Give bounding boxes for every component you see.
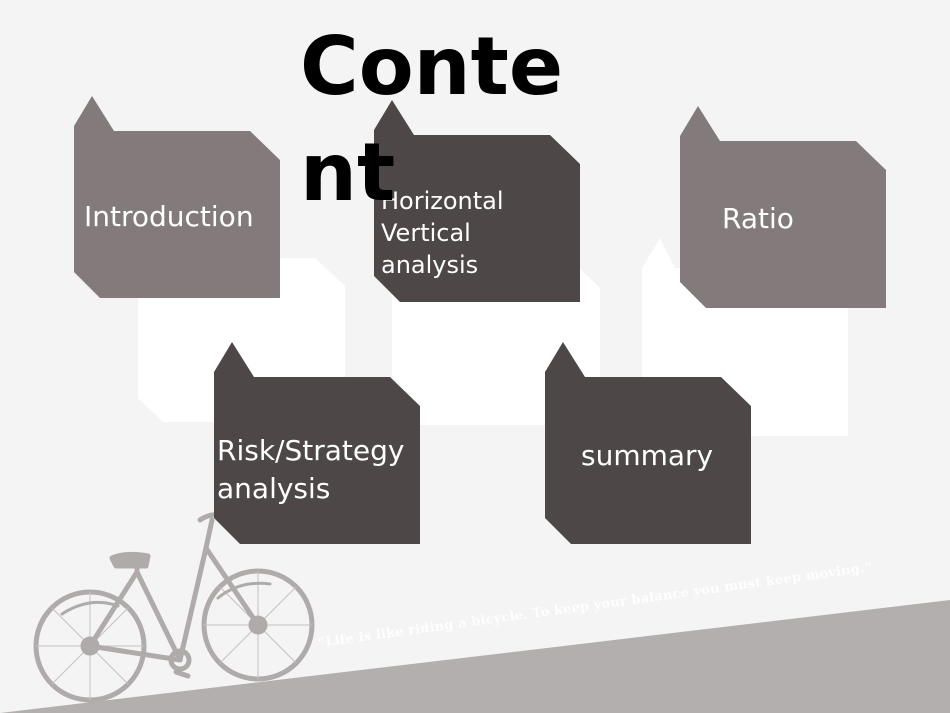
card-risk-strategy-analysis[interactable]: Risk/Strategy analysis [214,342,420,544]
card-shape [545,342,751,544]
card-label-horizontal-vertical-analysis: Horizontal Vertical analysis [381,187,504,279]
card-shape [214,342,420,544]
card-label-risk-strategy-analysis: Risk/Strategy analysis [217,434,405,505]
slide-title: Content [300,20,564,219]
card-label-introduction: Introduction [84,200,254,233]
bicycle-icon [33,512,315,703]
card-horizontal-vertical-analysis[interactable]: Horizontal Vertical analysis [374,100,580,302]
card-introduction[interactable]: Introduction [74,96,280,298]
card-shape [680,106,886,308]
card-ratio[interactable]: Ratio [680,106,886,308]
card-label-summary: summary [581,439,714,472]
card-label-ratio: Ratio [722,202,794,235]
ground-slope [0,600,950,713]
card-summary[interactable]: summary [545,342,751,544]
card-shape [74,96,280,298]
card-shape [374,100,580,302]
